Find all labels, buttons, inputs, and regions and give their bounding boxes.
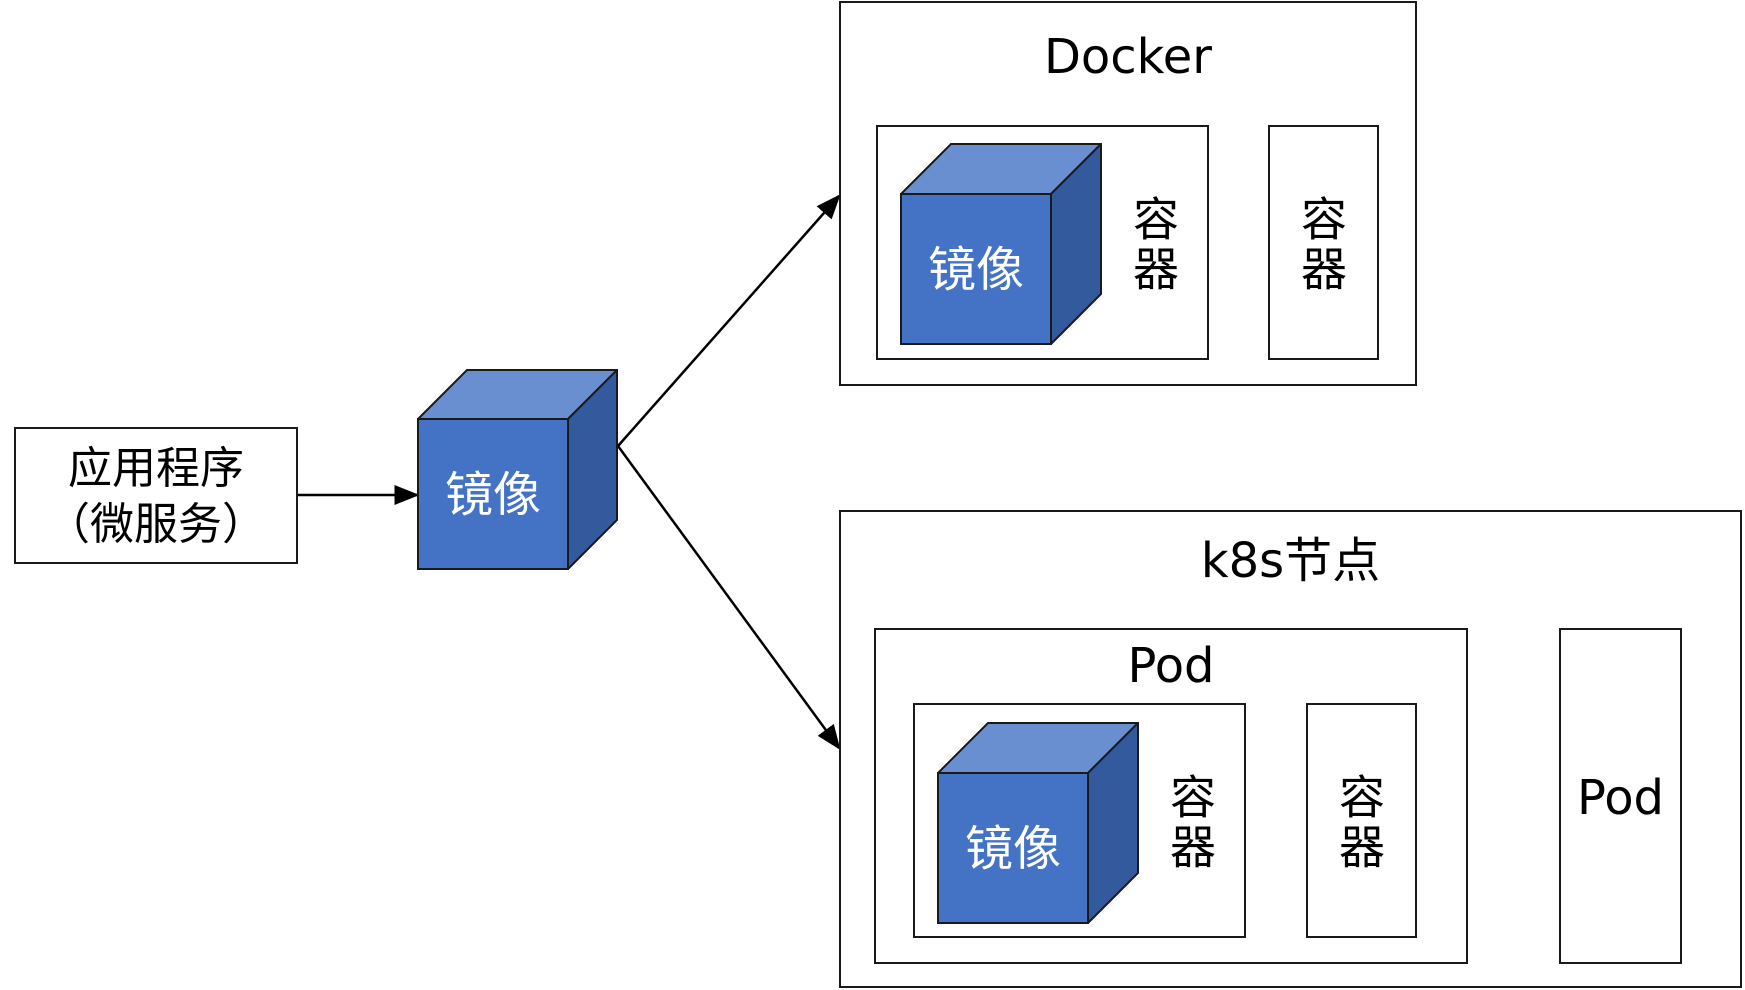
arrow-image-to-docker — [617, 194, 841, 447]
cube-front-face — [417, 418, 569, 570]
image-label: 镜像 — [964, 821, 1061, 877]
arrow-image-to-k8s — [616, 445, 841, 751]
container-label: 容器 — [1332, 773, 1386, 873]
application-label-line1: 应用程序 — [68, 443, 244, 494]
cube-front-face — [937, 772, 1089, 924]
container-label: 容器 — [1163, 773, 1217, 873]
pod-container: 容器 — [1306, 703, 1417, 938]
container-label: 容器 — [1126, 195, 1180, 295]
image-cube: 镜像 — [417, 369, 618, 570]
docker-box: Docker 镜像 容器 容器 — [839, 1, 1417, 386]
pod-label: Pod — [1576, 770, 1665, 826]
second-pod-box: Pod — [1559, 628, 1682, 964]
docker-container-with-image: 镜像 容器 — [876, 125, 1209, 360]
container-label: 容器 — [1294, 195, 1348, 295]
k8s-node-title: k8s节点 — [1200, 533, 1381, 589]
image-label: 镜像 — [444, 467, 541, 523]
image-cube: 镜像 — [937, 722, 1139, 924]
docker-title: Docker — [1043, 29, 1213, 85]
application-box: 应用程序 （微服务） — [14, 427, 298, 564]
image-cube: 镜像 — [900, 143, 1102, 345]
k8s-node-box: k8s节点 Pod 镜像 容器 容器 Pod — [839, 510, 1742, 988]
pod-title: Pod — [1127, 638, 1215, 694]
pod-container-with-image: 镜像 容器 — [913, 703, 1246, 938]
image-label: 镜像 — [927, 242, 1024, 298]
cube-front-face — [900, 193, 1052, 345]
docker-container: 容器 — [1268, 125, 1379, 360]
application-label-line2: （微服务） — [46, 499, 266, 550]
pod-box: Pod 镜像 容器 容器 — [874, 628, 1468, 964]
